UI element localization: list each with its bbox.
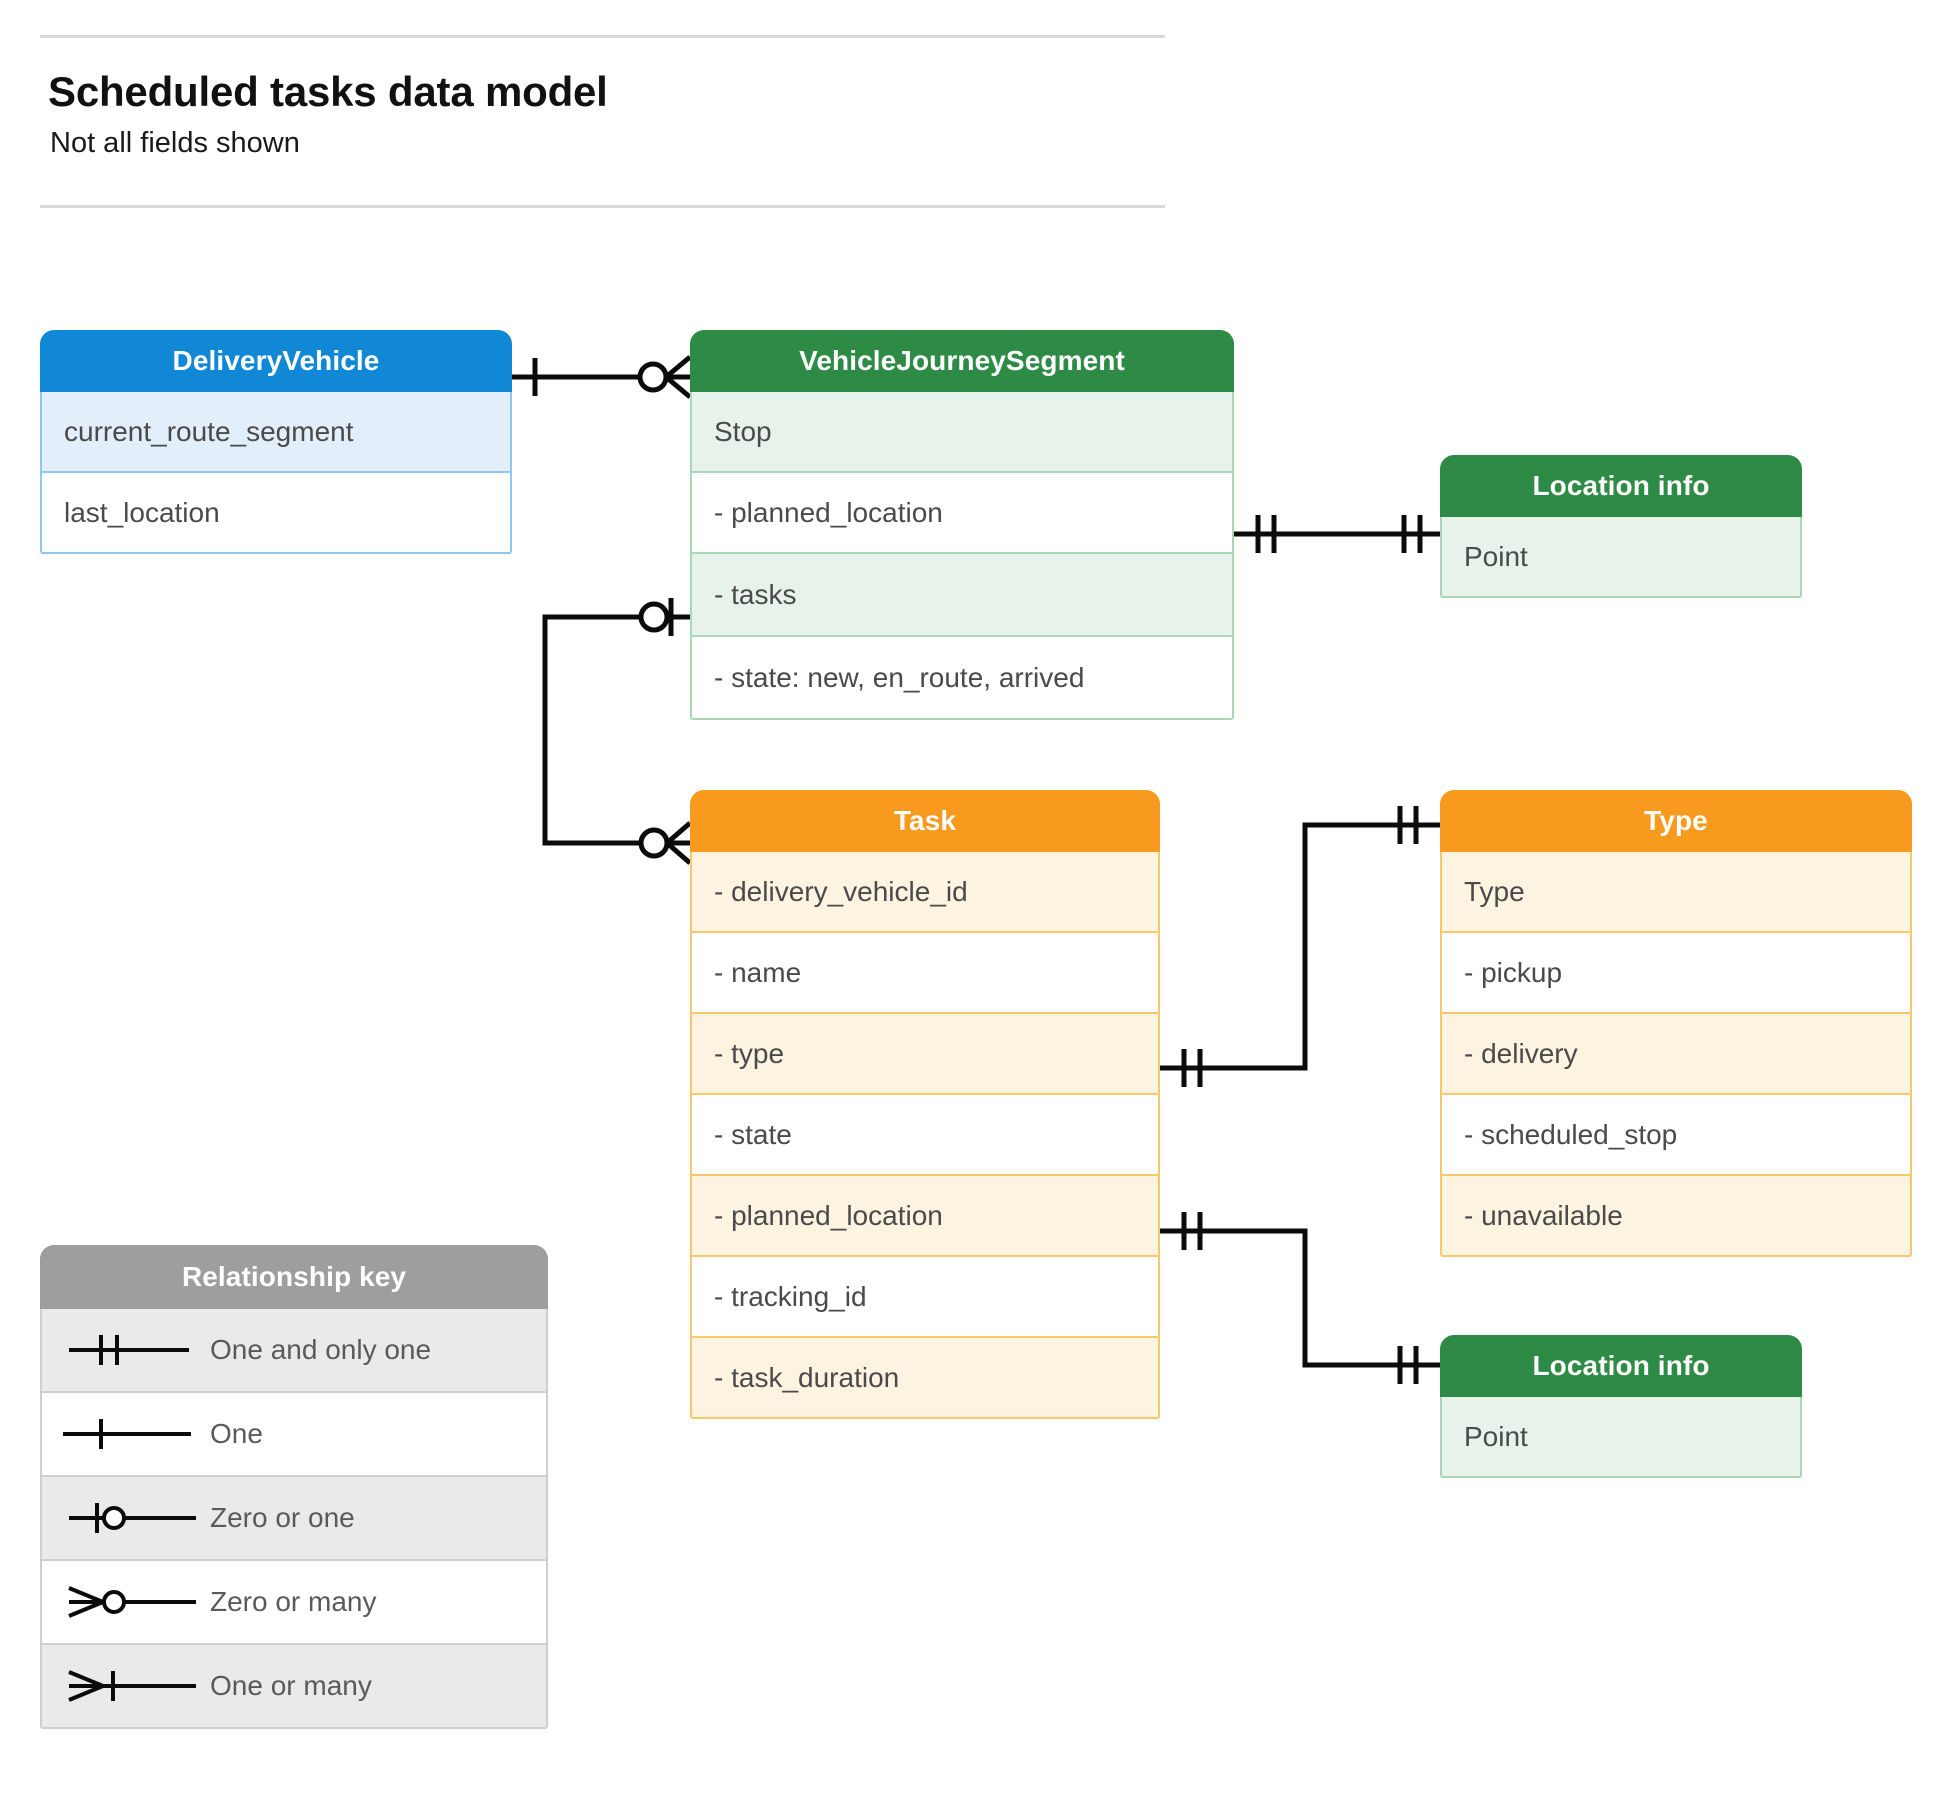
page-subtitle: Not all fields shown bbox=[50, 127, 300, 159]
entity-title-location-info-top: Location info bbox=[1440, 455, 1802, 517]
field-row: - state: new, en_route, arrived bbox=[690, 637, 1234, 720]
field-row: - delivery bbox=[1440, 1014, 1912, 1095]
entity-title-type: Type bbox=[1440, 790, 1912, 852]
legend-item: One or many bbox=[40, 1645, 548, 1729]
header-divider-top bbox=[40, 35, 1165, 38]
field-row: - task_duration bbox=[690, 1338, 1160, 1419]
zero-or-many-icon bbox=[42, 1580, 210, 1624]
field-row: - type bbox=[690, 1014, 1160, 1095]
entity-title-location-info-bottom: Location info bbox=[1440, 1335, 1802, 1397]
legend-item-label: One and only one bbox=[210, 1334, 432, 1365]
entity-task[interactable]: Task - delivery_vehicle_id - name - type… bbox=[690, 790, 1160, 1419]
field-row: - state bbox=[690, 1095, 1160, 1176]
entity-location-info-top[interactable]: Location info Point bbox=[1440, 455, 1802, 598]
field-row: - name bbox=[690, 933, 1160, 1014]
legend-item-label: One bbox=[210, 1418, 263, 1449]
field-row: - tracking_id bbox=[690, 1257, 1160, 1338]
legend-item: Zero or one bbox=[40, 1477, 548, 1561]
field-row: - unavailable bbox=[1440, 1176, 1912, 1257]
field-row: last_location bbox=[40, 473, 512, 554]
entity-title-task: Task bbox=[690, 790, 1160, 852]
field-row: - planned_location bbox=[690, 473, 1234, 554]
entity-location-info-bottom[interactable]: Location info Point bbox=[1440, 1335, 1802, 1478]
zero-or-one-icon bbox=[42, 1496, 210, 1540]
one-icon bbox=[42, 1412, 210, 1456]
entity-vehicle-journey-segment[interactable]: VehicleJourneySegment Stop - planned_loc… bbox=[690, 330, 1234, 720]
field-row: Stop bbox=[690, 392, 1234, 473]
legend-relationship-key[interactable]: Relationship key One and only one bbox=[40, 1245, 548, 1729]
field-row: - pickup bbox=[1440, 933, 1912, 1014]
field-row: - planned_location bbox=[690, 1176, 1160, 1257]
legend-item-label: Zero or many bbox=[210, 1586, 377, 1617]
field-row: Type bbox=[1440, 852, 1912, 933]
entity-type[interactable]: Type Type - pickup - delivery - schedule… bbox=[1440, 790, 1912, 1257]
field-row: - tasks bbox=[690, 554, 1234, 637]
one-or-many-icon bbox=[42, 1664, 210, 1708]
field-row: - scheduled_stop bbox=[1440, 1095, 1912, 1176]
header-divider-bottom bbox=[40, 205, 1165, 208]
legend-item-label: Zero or one bbox=[210, 1502, 355, 1533]
legend-item: One and only one bbox=[40, 1309, 548, 1393]
field-row: Point bbox=[1440, 1397, 1802, 1478]
legend-item: Zero or many bbox=[40, 1561, 548, 1645]
legend-item-label: One or many bbox=[210, 1670, 372, 1701]
field-row: Point bbox=[1440, 517, 1802, 598]
legend-title: Relationship key bbox=[40, 1245, 548, 1309]
entity-delivery-vehicle[interactable]: DeliveryVehicle current_route_segment la… bbox=[40, 330, 512, 554]
one-and-only-one-icon bbox=[42, 1328, 210, 1372]
legend-item: One bbox=[40, 1393, 548, 1477]
field-row: current_route_segment bbox=[40, 392, 512, 473]
page-title: Scheduled tasks data model bbox=[48, 68, 608, 115]
entity-title-vehicle-journey-segment: VehicleJourneySegment bbox=[690, 330, 1234, 392]
entity-title-delivery-vehicle: DeliveryVehicle bbox=[40, 330, 512, 392]
field-row: - delivery_vehicle_id bbox=[690, 852, 1160, 933]
